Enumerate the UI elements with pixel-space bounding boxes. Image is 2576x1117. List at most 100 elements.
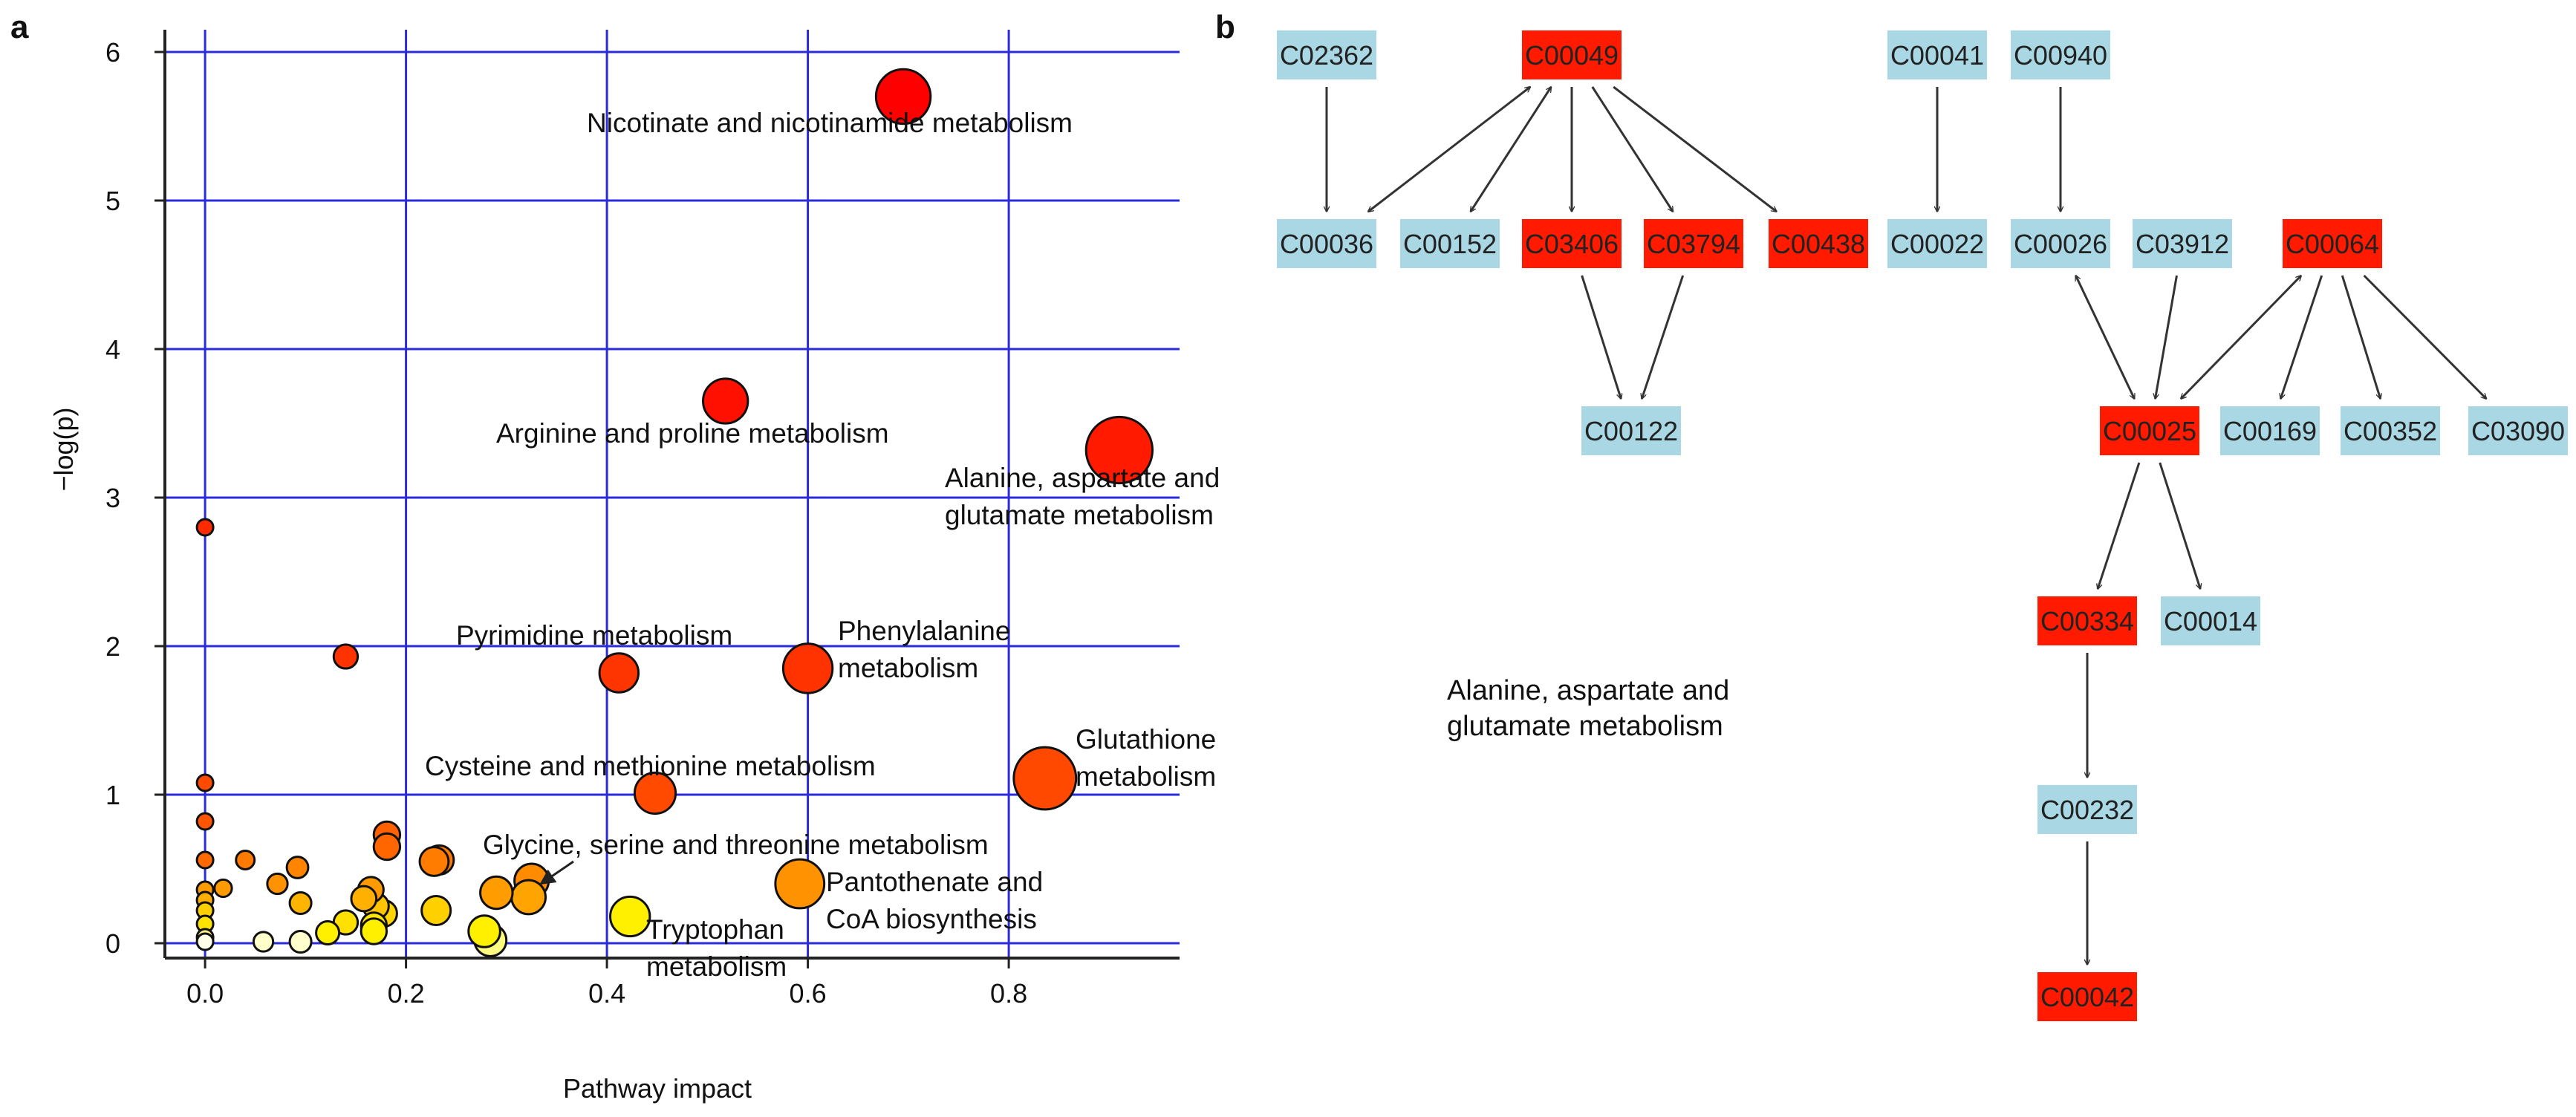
- annotation-pantothenate: CoA biosynthesis: [826, 904, 1037, 934]
- x-tick-label: 0.4: [588, 978, 625, 1009]
- node-C03090: C03090: [2468, 406, 2568, 455]
- node-C00122: C00122: [1581, 406, 1681, 455]
- x-tick-label: 0.2: [388, 978, 425, 1009]
- y-tick-label: 3: [105, 483, 120, 513]
- data-point: [479, 875, 514, 911]
- data-point: [702, 377, 749, 425]
- node-label: C00064: [2286, 229, 2379, 259]
- node-box: [1277, 219, 1376, 268]
- y-axis-label: −log(p): [48, 407, 79, 491]
- y-tick-label: 1: [105, 780, 120, 810]
- annotation-glycine: Glycine, serine and threonine metabolism: [483, 830, 989, 860]
- edge-C00025-C00014: [2159, 462, 2200, 589]
- data-point: [418, 846, 450, 877]
- node-C00026: C00026: [2011, 219, 2110, 268]
- glycine-pointer-arrow: [539, 860, 574, 885]
- node-box: [1522, 219, 1622, 268]
- data-point: [213, 878, 233, 899]
- node-C00352: C00352: [2341, 406, 2440, 455]
- node-C02362: C02362: [1277, 30, 1376, 79]
- node-label: C00026: [2014, 229, 2107, 259]
- panel-label-b: b: [1215, 9, 1235, 45]
- node-label: C00438: [1772, 229, 1865, 259]
- y-tick-label: 0: [105, 928, 120, 959]
- node-C03794: C03794: [1644, 219, 1743, 268]
- network-caption-line-1: Alanine, aspartate and: [1447, 675, 1730, 706]
- node-C00334: C00334: [2037, 596, 2137, 645]
- edge-C03794-C00122: [1642, 275, 1685, 399]
- node-C00152: C00152: [1400, 219, 1500, 268]
- edge-C03406-C00122: [1581, 275, 1622, 399]
- x-tick-label: 0.0: [186, 978, 224, 1009]
- data-point: [195, 850, 215, 870]
- node-box: [1400, 219, 1500, 268]
- node-label: C00042: [2040, 982, 2134, 1012]
- node-label: C00041: [1890, 40, 1984, 71]
- y-tick-label: 6: [105, 37, 120, 68]
- annotation-alanine: Alanine, aspartate and: [945, 463, 1218, 493]
- node-label: C00940: [2014, 40, 2107, 71]
- data-point: [420, 894, 452, 927]
- y-tick-label: 2: [105, 631, 120, 662]
- node-box: [2037, 785, 2137, 834]
- data-point: [774, 858, 826, 910]
- node-box: [1887, 30, 1987, 79]
- node-box: [1522, 30, 1622, 79]
- edge-C00025-C00334: [2098, 462, 2141, 589]
- data-point: [360, 917, 388, 945]
- node-label: C02362: [1280, 40, 1373, 71]
- edge-C00049-C00152: [1469, 87, 1552, 212]
- node-C00169: C00169: [2220, 406, 2320, 455]
- data-point: [235, 850, 256, 870]
- annotation-phenylalanine: metabolism: [838, 653, 978, 683]
- data-point: [266, 872, 289, 896]
- data-point: [285, 856, 310, 879]
- node-box: [1277, 30, 1376, 79]
- node-box: [2283, 219, 2382, 268]
- data-point: [195, 518, 215, 537]
- node-label: C00122: [1584, 416, 1678, 446]
- x-tick-label: 0.8: [990, 978, 1027, 1009]
- annotation-alanine: glutamate metabolism: [945, 500, 1214, 530]
- edge-C00026-C00025: [2075, 276, 2136, 399]
- node-C00041: C00041: [1887, 30, 1987, 79]
- annotation-glutathione: metabolism: [1076, 761, 1216, 792]
- edge-C00049-C00438: [1613, 85, 1777, 212]
- node-label: C00036: [1280, 229, 1373, 259]
- data-point: [467, 914, 501, 948]
- data-point: [195, 932, 215, 951]
- y-tick-label: 5: [105, 186, 120, 216]
- node-C00232: C00232: [2037, 785, 2137, 834]
- node-label: C00014: [2164, 606, 2257, 636]
- node-label: C00232: [2040, 795, 2134, 825]
- edge-C00049-C00036: [1368, 87, 1530, 212]
- x-axis-label: Pathway impact: [563, 1073, 752, 1104]
- annotation-glutathione: Glutathione: [1076, 724, 1216, 755]
- node-box: [2037, 596, 2137, 645]
- node-C00940: C00940: [2011, 30, 2110, 79]
- edge-C03912-C00025: [2156, 275, 2178, 399]
- node-label: C03090: [2471, 416, 2565, 446]
- node-C00438: C00438: [1769, 219, 1868, 268]
- node-C03406: C03406: [1522, 219, 1622, 268]
- network-caption-line-2: glutamate metabolism: [1447, 711, 1723, 742]
- edge-C00064-C00352: [2341, 275, 2380, 399]
- data-point: [288, 890, 313, 916]
- node-box: [2220, 406, 2320, 455]
- node-C00014: C00014: [2161, 596, 2260, 645]
- node-box: [2161, 596, 2260, 645]
- node-label: C03912: [2136, 229, 2229, 259]
- data-point: [315, 919, 341, 946]
- node-C00025: C00025: [2100, 406, 2199, 455]
- data-point: [252, 931, 275, 953]
- node-box: [1769, 219, 1868, 268]
- node-label: C00152: [1403, 229, 1497, 259]
- edge-C00064-C00025: [2181, 276, 2301, 399]
- annotation-pyrimidine: Pyrimidine metabolism: [456, 620, 732, 651]
- node-box: [2341, 406, 2440, 455]
- node-box: [2133, 219, 2232, 268]
- data-point: [1084, 415, 1154, 485]
- node-box: [2100, 406, 2199, 455]
- annotation-cysteine: Cysteine and methionine metabolism: [425, 751, 876, 781]
